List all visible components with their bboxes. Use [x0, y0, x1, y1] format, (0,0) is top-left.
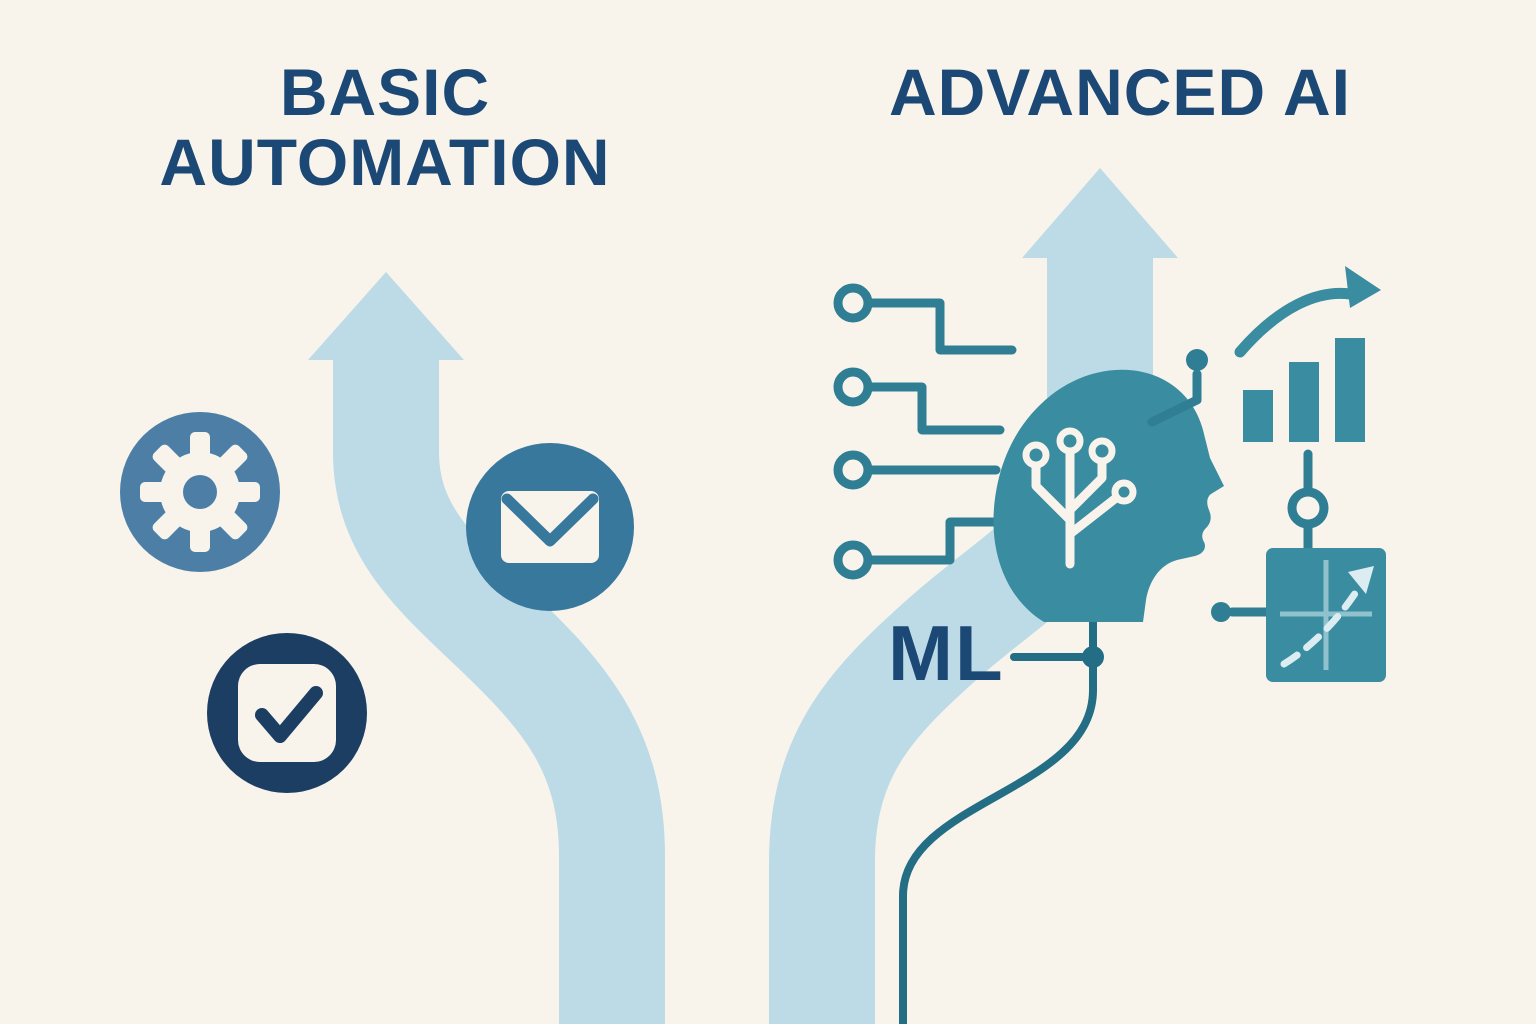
mail-envelope	[501, 491, 599, 563]
matrix-arrow-head	[1348, 566, 1374, 594]
input-arm-1	[863, 298, 1017, 355]
brain-branch-3	[1065, 457, 1107, 515]
brain-node-3	[1088, 437, 1116, 465]
bar-3	[1335, 338, 1365, 442]
brain-node-1	[1022, 441, 1050, 469]
brain-node-4	[1111, 479, 1137, 505]
check-mark	[255, 686, 323, 743]
head-circuit-icon	[993, 349, 1224, 622]
trend-curve	[1234, 287, 1356, 358]
scatter-matrix-icon	[1266, 548, 1386, 682]
right-arrow-head	[1022, 168, 1178, 258]
gear-icon	[120, 412, 280, 572]
brain-branch-1	[1031, 461, 1075, 525]
input-node-2	[833, 367, 873, 407]
head-output-line	[1147, 369, 1202, 427]
trend-arrow-head	[1345, 266, 1381, 308]
chart-connector	[1211, 449, 1329, 622]
input-arm-4	[863, 517, 1009, 565]
checkmark-icon	[207, 633, 367, 793]
connector-open-node	[1287, 487, 1329, 529]
check-box	[238, 664, 336, 762]
mail-flap	[501, 493, 599, 547]
head-silhouette	[993, 369, 1224, 622]
input-node-3	[833, 450, 873, 490]
input-node-1	[833, 283, 873, 323]
ml-label: ML	[888, 609, 1005, 697]
right-panel-title: ADVANCED AI	[888, 55, 1351, 129]
ml-connector	[1010, 646, 1104, 668]
input-arm-2	[863, 382, 1005, 435]
mail-icon	[466, 443, 634, 611]
ml-node-dot	[1082, 646, 1104, 668]
left-upward-arrow	[308, 272, 665, 1024]
left-arrow-shaft	[333, 350, 665, 1024]
left-arrow-head	[308, 272, 464, 360]
brain-circuit	[1022, 427, 1137, 569]
input-nodes-icon	[833, 283, 1017, 580]
signal-line	[899, 541, 1097, 1024]
left-panel-title: BASIC AUTOMATION	[159, 55, 611, 199]
connector-filled-dot	[1211, 602, 1231, 622]
gear-hole	[183, 475, 217, 509]
matrix-dashed-curve	[1280, 588, 1360, 668]
brain-branch-4	[1065, 493, 1121, 539]
head-output-dot	[1186, 349, 1208, 371]
brain-node-2	[1056, 427, 1084, 455]
input-node-4	[833, 540, 873, 580]
growth-bar-chart-icon	[1234, 266, 1381, 442]
bar-2	[1289, 362, 1319, 442]
bar-1	[1243, 390, 1273, 442]
